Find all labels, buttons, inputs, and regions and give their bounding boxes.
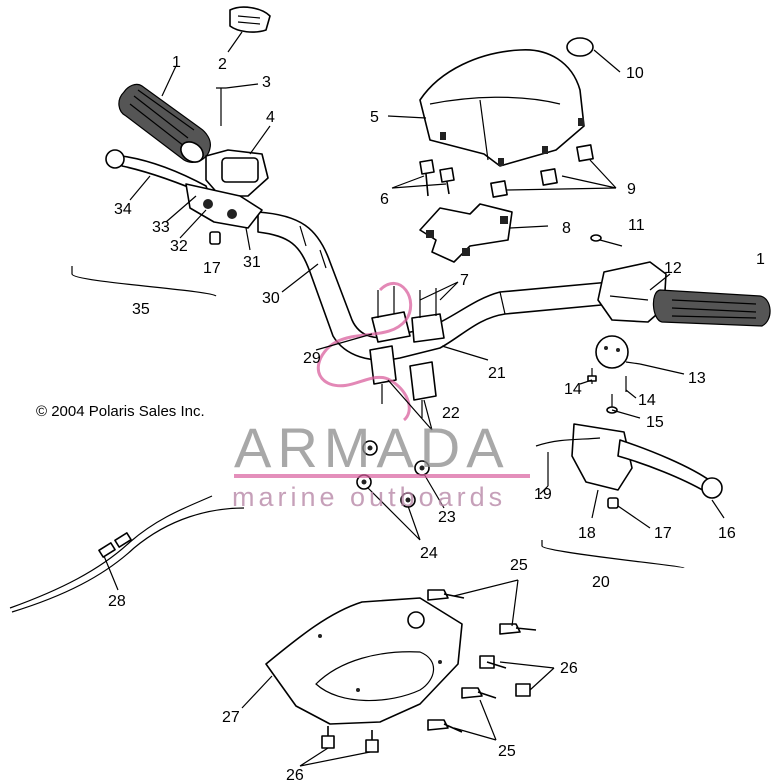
grommet-part-10	[566, 37, 594, 57]
handlebar-clamps	[369, 286, 445, 418]
callout-13: 13	[688, 370, 706, 387]
callout-19: 19	[534, 486, 552, 503]
callout-26b: 26	[286, 767, 304, 784]
watermark-brand: ARMADA	[234, 416, 510, 479]
callout-10: 10	[626, 65, 644, 82]
callout-34: 34	[114, 201, 132, 218]
callout-31: 31	[243, 254, 261, 271]
bolts-part-6	[419, 159, 455, 197]
callout-17b: 17	[654, 525, 672, 542]
callout-32: 32	[170, 238, 188, 255]
throttle-cable	[9, 495, 245, 613]
callout-28: 28	[108, 593, 126, 610]
callout-22: 22	[442, 405, 460, 422]
lower-cover	[265, 597, 463, 725]
leader-lines	[71, 31, 725, 767]
bracket-part-8	[419, 203, 513, 263]
callout-25a: 25	[510, 557, 528, 574]
callout-27: 27	[222, 709, 240, 726]
right-grip	[652, 289, 771, 327]
cap-part-2	[229, 6, 271, 33]
callout-21: 21	[488, 365, 506, 382]
right-brake-lever	[535, 423, 723, 509]
callout-25b: 25	[498, 743, 516, 760]
callout-18: 18	[578, 525, 596, 542]
callout-26a: 26	[560, 660, 578, 677]
callout-4: 4	[266, 109, 275, 126]
clip-part-11	[590, 234, 602, 242]
callout-numbers: 1 1 2 3 4 5 6 7 8 9 10 11 12 13 14 14 15…	[108, 54, 765, 784]
callout-14b: 14	[638, 392, 656, 409]
callout-30: 30	[262, 290, 280, 307]
callout-1b: 1	[756, 251, 765, 268]
left-brake-lever	[105, 149, 263, 245]
screws-part-25	[427, 589, 537, 733]
left-grip	[118, 83, 211, 163]
watermark-logo-mark	[316, 282, 413, 422]
clips-part-9	[490, 144, 594, 198]
screws-part-14	[587, 368, 627, 392]
callout-33: 33	[152, 219, 170, 236]
callout-6: 6	[380, 191, 389, 208]
callout-2: 2	[218, 56, 227, 73]
callout-24: 24	[420, 545, 438, 562]
callout-23: 23	[438, 509, 456, 526]
callout-16: 16	[718, 525, 736, 542]
right-switch-housing	[597, 261, 667, 323]
watermark-rule	[234, 474, 530, 478]
nuts-part-23-24	[356, 440, 430, 508]
watermark: ARMADA marine outboards	[232, 416, 530, 512]
callout-1a: 1	[172, 54, 181, 71]
callout-17a: 17	[203, 260, 221, 277]
callout-3: 3	[262, 74, 271, 91]
throttle-housing	[205, 149, 269, 197]
copyright-notice: © 2004 Polaris Sales Inc.	[36, 403, 205, 420]
watermark-tagline: marine outboards	[232, 482, 506, 512]
callout-29: 29	[303, 350, 321, 367]
mount-part-13	[595, 335, 641, 369]
callout-14a: 14	[564, 381, 582, 398]
callout-20: 20	[592, 574, 610, 591]
callout-11: 11	[628, 217, 645, 234]
callout-12: 12	[664, 260, 682, 277]
callout-7: 7	[460, 272, 469, 289]
handlebar-cover	[419, 49, 585, 167]
callout-9: 9	[627, 181, 636, 198]
callout-5: 5	[370, 109, 379, 126]
callout-8: 8	[562, 220, 571, 237]
screw-part-3	[216, 87, 226, 126]
callout-15: 15	[646, 414, 664, 431]
callout-35: 35	[132, 301, 150, 318]
bolts-part-26	[321, 655, 531, 753]
